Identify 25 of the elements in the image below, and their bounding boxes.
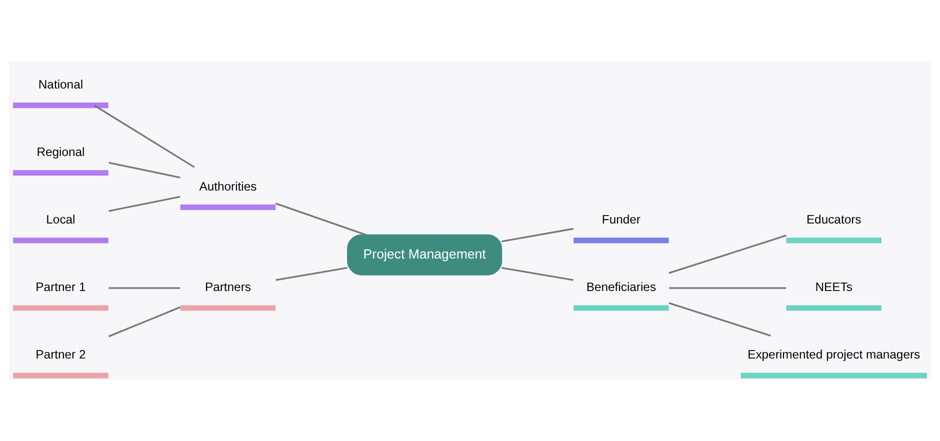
node-text: Experimented project managers xyxy=(748,348,920,362)
connector xyxy=(502,267,574,281)
node-text: Local xyxy=(46,212,76,227)
connector xyxy=(108,287,180,289)
node-text: Partners xyxy=(204,280,251,294)
node-text: Educators xyxy=(806,212,862,227)
node-text: Funder xyxy=(602,212,640,227)
connector xyxy=(668,302,771,336)
node-text: Authorities xyxy=(199,179,257,194)
connector xyxy=(108,196,180,212)
node-text: Beneficiaries xyxy=(586,280,656,294)
node-text: NEETs xyxy=(815,280,852,294)
node-text: Regional xyxy=(36,145,85,160)
node-text: Partner 2 xyxy=(36,348,86,362)
connector xyxy=(669,287,786,289)
node-box: Project Management xyxy=(347,234,502,276)
node-text: National xyxy=(38,77,84,92)
connector xyxy=(275,202,366,236)
connector xyxy=(108,306,180,338)
connector xyxy=(502,228,574,242)
connector xyxy=(94,104,195,168)
node-text: Partner 1 xyxy=(36,280,86,294)
connector xyxy=(108,162,180,178)
connector xyxy=(668,234,786,274)
connector xyxy=(276,267,348,281)
